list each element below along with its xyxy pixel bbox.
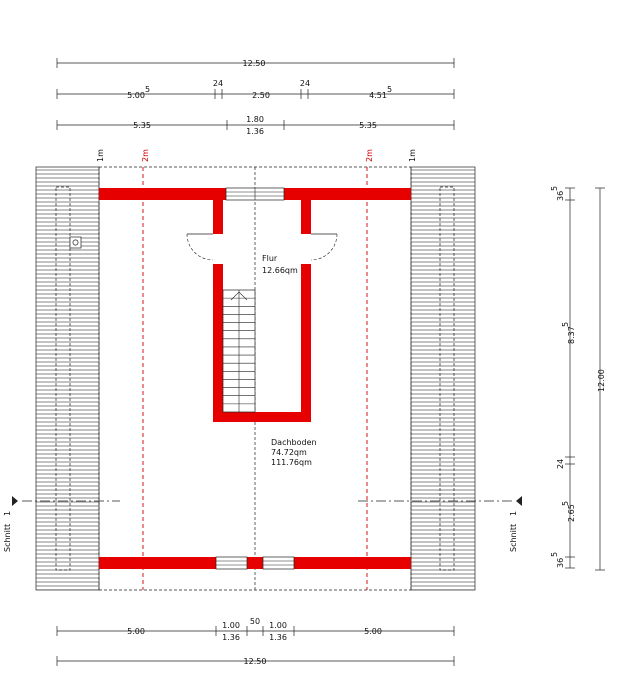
section-line-right: Schnitt 1: [358, 496, 522, 552]
right-dim-lower: 2.65: [567, 504, 576, 522]
section-line-left: Schnitt 1: [3, 496, 120, 552]
top-dim3-mid-top: 1.80: [246, 115, 264, 124]
bottom-dim-w2-bottom: 1.36: [269, 633, 287, 642]
room-flur-area: 12.66qm: [262, 266, 298, 275]
mark-2m-right: 2m: [365, 149, 374, 162]
eave-dashed-right: [439, 186, 455, 571]
window-bottom-left: [215, 556, 248, 570]
bottom-dim-w1-top: 1.00: [222, 621, 240, 630]
right-dimensions: 36 5 8.37 5 24 2.65 5 36 5 12.00: [550, 186, 606, 571]
room-flur-name: Flur: [262, 254, 278, 263]
section-left-label: Schnitt: [3, 524, 12, 552]
right-dim-total: 12.00: [597, 369, 606, 392]
bottom-dim-total: 12.50: [244, 657, 267, 666]
right-dim-bottom: 36: [556, 558, 565, 568]
window-top: [225, 187, 285, 201]
roof-hatch-left: [35, 166, 100, 591]
mark-1m-left: 1m: [96, 149, 105, 162]
eave-dashed-left: [55, 186, 71, 571]
staircase: [222, 289, 256, 413]
mark-2m-left: 2m: [141, 149, 150, 162]
roof-hatch-right: [410, 166, 476, 591]
bottom-dim-w2-top: 1.00: [269, 621, 287, 630]
stair-arrow-icon: [230, 291, 248, 301]
right-dim-wall: 24: [556, 459, 565, 469]
mark-1m-right: 1m: [408, 149, 417, 162]
door-left: [186, 233, 214, 261]
section-right-number: 1: [509, 511, 518, 516]
top-dim-wall-b: 24: [300, 79, 310, 88]
section-right-label: Schnitt: [509, 524, 518, 552]
top-dim3-mid-bottom: 1.36: [246, 127, 264, 136]
right-dim-bottom-sup: 5: [550, 552, 559, 557]
top-dim-left-sup: 5: [145, 85, 150, 94]
room-dachboden-area2: 111.76qm: [271, 458, 312, 467]
right-dim-main-sup: 5: [561, 322, 570, 327]
room-dachboden-area1: 74.72qm: [271, 448, 307, 457]
right-dim-main: 8.37: [567, 326, 576, 344]
walls: [99, 188, 411, 569]
bottom-dim-gap: 50: [250, 617, 260, 626]
right-dim-top-sup: 5: [550, 186, 559, 191]
top-dim3-right: 5.35: [359, 121, 377, 130]
top-dim-right: 4.51: [369, 91, 387, 100]
bottom-dim-w1-bottom: 1.36: [222, 633, 240, 642]
chimney-symbol: [69, 236, 82, 249]
top-dim-mid: 2.50: [252, 91, 270, 100]
bottom-dimensions: 5.00 1.00 1.36 50 1.00 1.36 5.00 12.50: [56, 617, 455, 666]
right-dim-top: 36: [556, 191, 565, 201]
right-dim-lower-sup: 5: [561, 501, 570, 506]
top-dim-wall-a: 24: [213, 79, 223, 88]
room-dachboden-name: Dachboden: [271, 438, 317, 447]
top-dim-left: 5.00: [127, 91, 145, 100]
window-bottom-right: [262, 556, 295, 570]
section-left-number: 1: [3, 511, 12, 516]
door-right: [310, 233, 338, 261]
top-dimensions: 12.50 5.00 5 24 2.50 24 4.51 5 5.35 1.80…: [56, 58, 455, 136]
bottom-dim-right: 5.00: [364, 627, 382, 636]
top-dim-right-sup: 5: [387, 85, 392, 94]
top-dim3-left: 5.35: [133, 121, 151, 130]
bottom-dim-left: 5.00: [127, 627, 145, 636]
top-dim-total: 12.50: [243, 59, 266, 68]
